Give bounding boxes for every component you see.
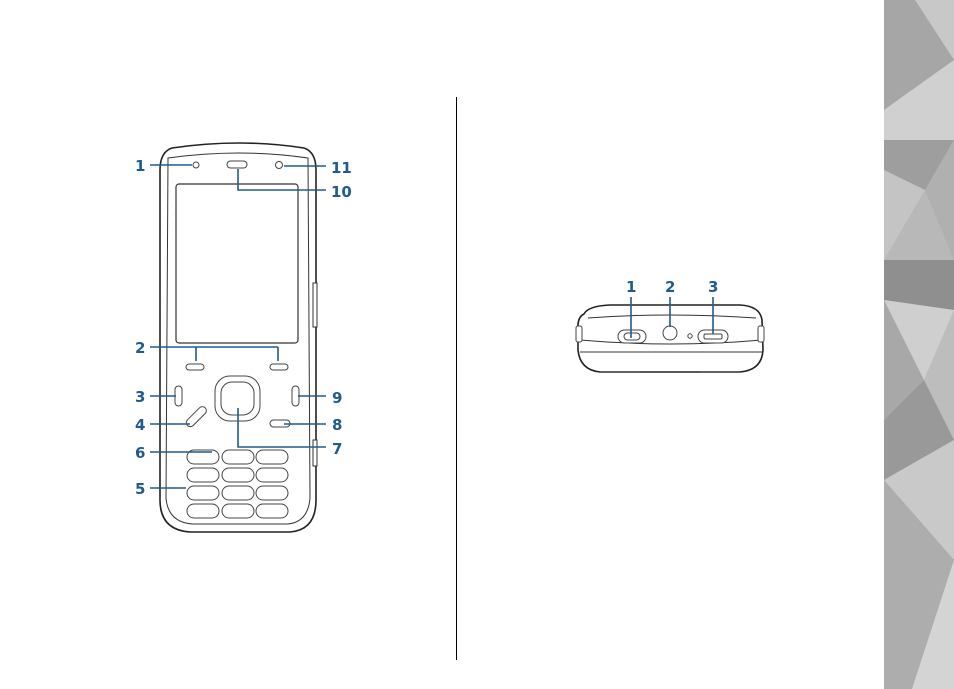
earpiece: [227, 161, 247, 168]
callout-8: 8: [332, 416, 342, 434]
bottom-callout-1: 1: [626, 278, 636, 296]
bottom-callout-2: 2: [665, 278, 675, 296]
bottom-callout-3: 3: [708, 278, 718, 296]
decorative-side-strip: [884, 0, 954, 689]
callout-10: 10: [331, 183, 352, 201]
light-sensor: [193, 162, 199, 168]
callout-2: 2: [135, 339, 145, 357]
callout-3: 3: [135, 388, 145, 406]
callout-7: 7: [332, 440, 342, 458]
front-camera: [276, 162, 283, 169]
av-connector: [663, 326, 677, 340]
callout-1: 1: [135, 157, 145, 175]
phone-front-illustration: 1 2 3 4 5 6 7 8 9 10 11: [135, 143, 352, 532]
callout-6: 6: [135, 444, 145, 462]
display-screen: [176, 184, 298, 343]
phone-bottom-illustration: 1 2 3: [576, 278, 764, 372]
callout-11: 11: [331, 159, 352, 177]
callout-5: 5: [135, 480, 145, 498]
callout-9: 9: [332, 389, 342, 407]
callout-4: 4: [135, 416, 145, 434]
